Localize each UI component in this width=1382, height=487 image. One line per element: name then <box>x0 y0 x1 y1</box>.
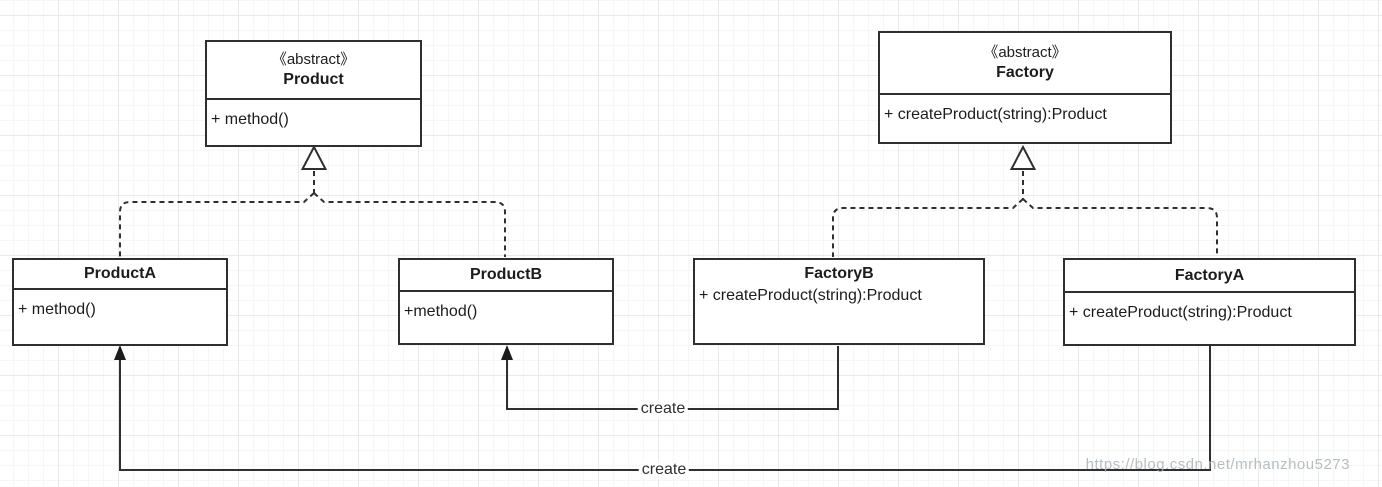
class-product-header: 《abstract》 Product <box>207 42 420 100</box>
class-product-members: + method() <box>207 100 420 145</box>
class-factoryB-member: + createProduct(string):Product <box>699 287 922 304</box>
class-productB-members: +method() <box>400 292 612 343</box>
class-factoryA-name: FactoryA <box>1174 266 1245 284</box>
create-arrowhead-productA <box>114 345 126 360</box>
inheritance-edge-productA <box>119 192 315 257</box>
create-label-factoryB-productB: create <box>637 400 689 418</box>
class-factoryB-header: FactoryB <box>695 260 983 286</box>
inheritance-edge-factoryA <box>1022 198 1218 257</box>
class-productA-header: ProductA <box>14 260 226 290</box>
class-productB-header: ProductB <box>400 260 612 292</box>
class-productA-members: + method() <box>14 290 226 344</box>
class-factoryA-members: + createProduct(string):Product <box>1065 293 1354 344</box>
class-product-stereotype: 《abstract》 <box>271 50 356 68</box>
class-factoryA-header: FactoryA <box>1065 260 1354 293</box>
class-factoryA-member: + createProduct(string):Product <box>1069 304 1292 321</box>
class-factory: 《abstract》 Factory + createProduct(strin… <box>878 31 1172 144</box>
class-product: 《abstract》 Product + method() <box>205 40 422 147</box>
class-factoryB: FactoryB + createProduct(string):Product <box>693 258 985 345</box>
class-productB-member: +method() <box>404 303 478 320</box>
inheritance-edge-productB <box>313 192 506 257</box>
class-productA: ProductA + method() <box>12 258 228 346</box>
create-arrowhead-productB <box>501 345 513 360</box>
class-factory-members: + createProduct(string):Product <box>880 95 1170 142</box>
class-factory-member: + createProduct(string):Product <box>884 106 1107 123</box>
class-factoryB-name: FactoryB <box>804 265 874 282</box>
class-productB: ProductB +method() <box>398 258 614 345</box>
create-label-factoryA-productA: create <box>638 461 690 479</box>
class-factoryB-members: + createProduct(string):Product <box>695 286 983 343</box>
class-product-name: Product <box>283 70 344 88</box>
class-factory-stereotype: 《abstract》 <box>983 43 1067 61</box>
class-product-member: + method() <box>211 111 289 128</box>
class-productB-name: ProductB <box>470 266 542 283</box>
class-productA-member: + method() <box>18 301 96 318</box>
class-factory-name: Factory <box>996 63 1054 81</box>
class-factoryA: FactoryA + createProduct(string):Product <box>1063 258 1356 346</box>
inheritance-triangle-factory <box>1009 144 1037 170</box>
watermark-text: https://blog.csdn.net/mrhanzhou5273 <box>1085 456 1350 473</box>
inheritance-edge-factoryB <box>832 198 1024 257</box>
class-factory-header: 《abstract》 Factory <box>880 33 1170 95</box>
inheritance-triangle-product <box>300 144 328 170</box>
class-productA-name: ProductA <box>84 265 156 282</box>
